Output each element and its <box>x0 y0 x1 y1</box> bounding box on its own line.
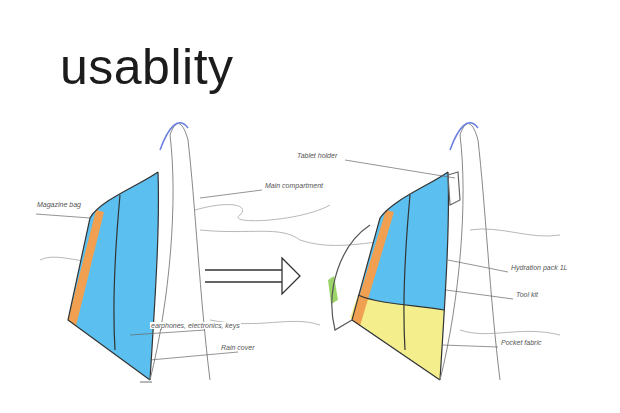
annotation-note: Rain cover <box>220 344 255 351</box>
annotation-note: Main compartment <box>264 182 324 189</box>
annotation-note: earphones, electronics, keys <box>150 322 241 329</box>
annotation-note: Magazine bag <box>36 201 82 208</box>
annotation-note: Hydration pack 1L <box>510 264 568 271</box>
annotation-note: Tool kit <box>515 291 539 298</box>
annotation-note: Tablet holder <box>296 152 338 159</box>
annotation-note: Pocket fabric <box>500 339 542 346</box>
page-title: usablity <box>60 38 234 96</box>
